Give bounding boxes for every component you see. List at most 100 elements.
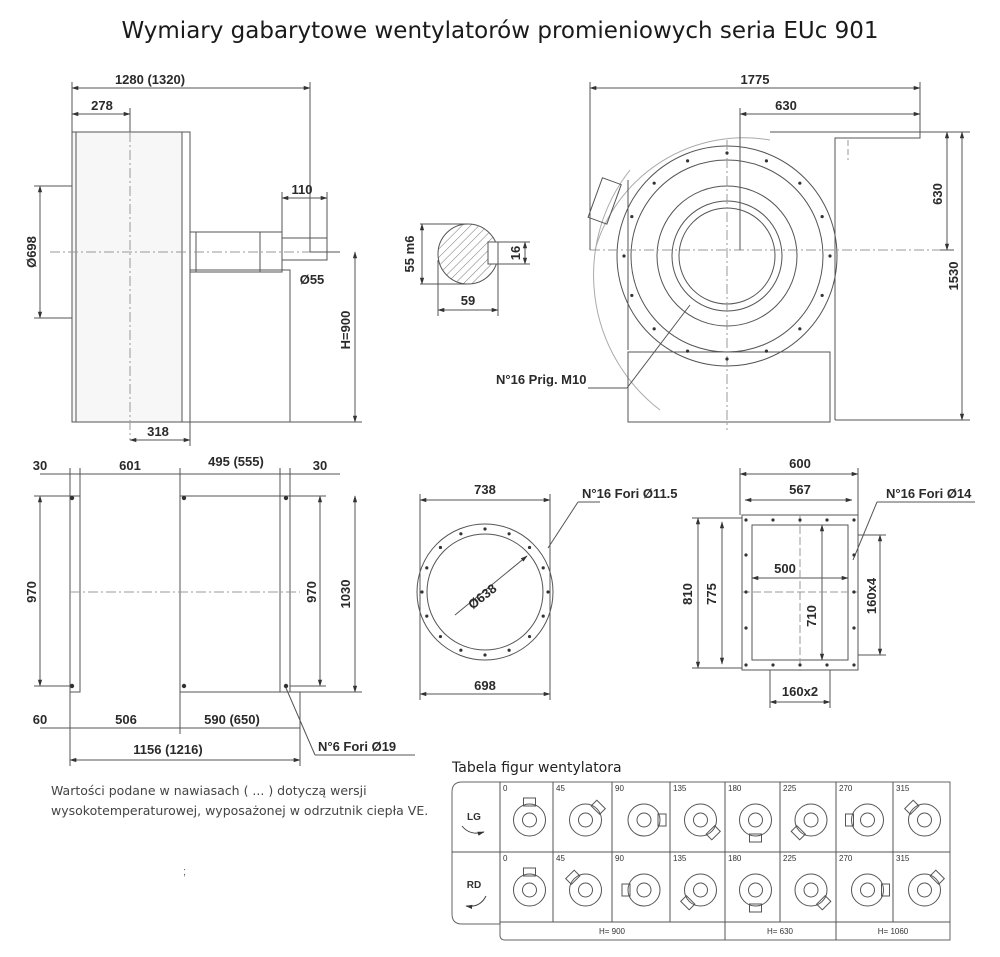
fan-figure-table (451, 781, 951, 941)
shaft-section (419, 223, 530, 316)
dim-outlet-600: 600 (789, 456, 811, 471)
dim-key-depth: 59 (461, 293, 475, 308)
dim-outlet-pitch-h: 160x2 (782, 684, 818, 699)
dim-outlet-500: 500 (774, 561, 796, 576)
dim-base-601: 601 (119, 458, 141, 473)
dim-shaft-diameter: Ø55 (300, 272, 325, 287)
dim-inlet-pitch: Ø638 (465, 581, 499, 612)
bolt-hole (798, 518, 802, 522)
dim-outlet-height: 630 (930, 183, 945, 205)
fan-figure (621, 873, 661, 907)
bolt-hole (527, 634, 532, 639)
bolt-hole (685, 159, 690, 163)
fan-figure (851, 873, 890, 907)
bolt-hole (771, 663, 775, 667)
dim-outlet-pitch-v: 160x4 (864, 577, 879, 614)
fan-figure (513, 797, 546, 837)
bolt-hole (798, 663, 802, 667)
bolt-hole (630, 293, 634, 298)
bolt-hole (798, 327, 802, 331)
bolt-hole (527, 545, 532, 550)
dim-outlet-810: 810 (680, 583, 695, 605)
fan-figure (739, 803, 772, 843)
front-bolt-note: N°16 Prig. M10 (496, 372, 586, 387)
note-text: Wartości podane w nawiasach ( ... ) doty… (51, 783, 429, 818)
dim-base-590: 590 (650) (204, 712, 260, 727)
bolt-hole (852, 590, 856, 594)
bolt-hole (725, 151, 729, 155)
bolt-hole (744, 590, 748, 594)
base-holes-note: N°6 Fori Ø19 (318, 739, 396, 754)
fan-figure (845, 803, 884, 837)
bolt-hole (652, 327, 656, 331)
fan-figure (794, 873, 832, 911)
angle-label: 180 (728, 784, 742, 793)
row-label-rd: RD (467, 880, 481, 891)
bolt-hole (507, 532, 511, 536)
dim-inlet-outer: 738 (474, 482, 496, 497)
angle-label: 45 (556, 854, 565, 863)
bolt-hole (420, 590, 424, 594)
bolt-hole (438, 545, 443, 550)
angle-label: 180 (728, 854, 742, 863)
bolt-hole (744, 663, 748, 667)
dim-key-width: 16 (508, 246, 523, 260)
bolt-hole (798, 181, 802, 185)
dim-inlet-depth: 278 (91, 98, 113, 113)
bolt-hole (825, 518, 829, 522)
angle-label: 0 (503, 784, 508, 793)
fan-figure (739, 873, 772, 913)
height-label-630: H= 630 (767, 927, 794, 936)
dim-base-970-left: 970 (24, 581, 39, 603)
dim-front-width: 1775 (741, 72, 770, 87)
rotation-arrow-lg-icon (461, 825, 485, 836)
height-label-1060: H= 1060 (878, 927, 909, 936)
fan-figure (679, 873, 717, 911)
outlet-flange (692, 468, 975, 708)
bolt-hole (69, 683, 75, 689)
bolt-hole (852, 663, 856, 667)
angle-label: 135 (673, 854, 687, 863)
dim-outlet-775: 775 (704, 583, 719, 605)
angle-label: 90 (615, 784, 624, 793)
bolt-hole (852, 626, 856, 630)
fan-figure (684, 803, 722, 841)
dim-shaft-height: H=900 (338, 311, 353, 350)
dim-total-height: 1530 (946, 262, 961, 291)
dim-base-1030: 1030 (338, 580, 353, 609)
dim-base-495: 495 (555) (208, 454, 264, 469)
dim-shaft-tolerance: 55 m6 (402, 236, 417, 273)
bolt-hole (852, 518, 856, 522)
angle-label: 135 (673, 784, 687, 793)
fan-figure (790, 803, 828, 841)
bolt-hole (425, 614, 429, 618)
bolt-hole (820, 293, 824, 298)
bolt-hole (483, 653, 487, 657)
bolt-hole (507, 648, 511, 652)
angle-label: 90 (615, 854, 624, 863)
dim-housing-diameter: Ø698 (24, 236, 39, 268)
bolt-hole (546, 590, 550, 594)
bolt-hole (744, 518, 748, 522)
bolt-hole (283, 495, 289, 501)
bolt-hole (852, 553, 856, 557)
bolt-hole (483, 527, 487, 531)
angle-label: 0 (503, 854, 508, 863)
table-title: Tabela figur wentylatora (452, 760, 622, 776)
bolt-hole (425, 566, 429, 570)
bolt-hole (820, 214, 824, 219)
angle-label: 270 (839, 854, 853, 863)
dim-base-60: 60 (33, 712, 47, 727)
bolt-hole (652, 181, 656, 185)
bolt-hole (771, 518, 775, 522)
dim-shaft-length: 110 (292, 182, 313, 197)
bolt-hole (622, 254, 626, 258)
bolt-hole (764, 159, 769, 163)
bolt-hole (764, 349, 769, 353)
outlet-holes-note: N°16 Fori Ø14 (886, 486, 972, 501)
angle-label: 270 (839, 784, 853, 793)
bolt-hole (630, 214, 634, 219)
dim-base-offset: 318 (147, 424, 169, 439)
bolt-hole (825, 663, 829, 667)
